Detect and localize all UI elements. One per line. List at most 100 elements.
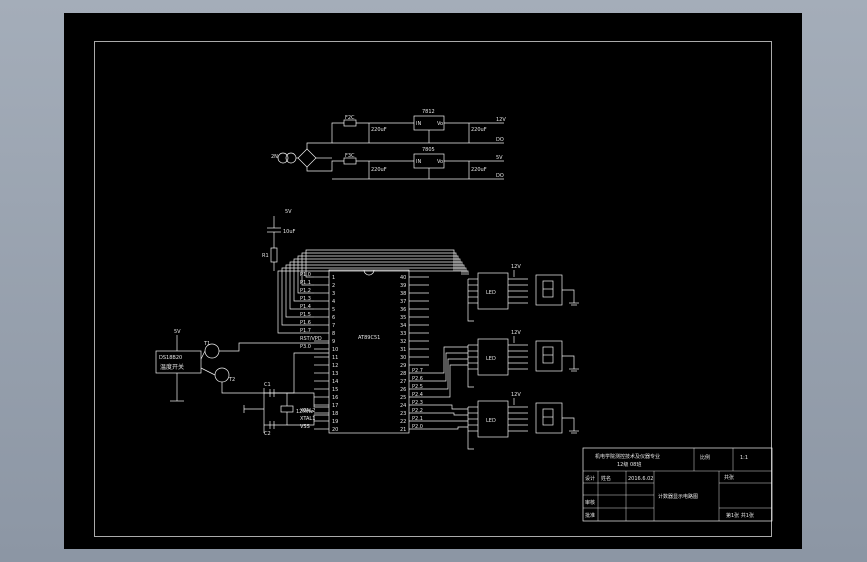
mcu-pin-label-right-24: P2.3 (412, 400, 423, 406)
sheet-count-label: 共张 (724, 474, 734, 481)
transformer-primary (277, 152, 289, 164)
mcu-pin-num-left-19: 19 (332, 419, 338, 425)
reset-resistor (270, 247, 278, 263)
p1-bus-wire-4 (289, 261, 463, 310)
p1-bus-wire-0 (305, 249, 455, 278)
p1-bus-wire-6 (281, 267, 467, 326)
mcu-pin-num-right-21: 21 (400, 427, 406, 433)
row1-date: 2016.6.02 (628, 476, 653, 482)
mcu-pin-num-left-7: 7 (332, 323, 335, 329)
gnd-2-label: DO (496, 173, 504, 179)
regulator-1-in: IN (416, 121, 421, 127)
reset-res-label: R1 (262, 253, 269, 259)
mcu-pin-num-right-29: 29 (400, 363, 406, 369)
driver-chip-label-1: LED (486, 290, 496, 296)
crystal (280, 405, 294, 413)
scale-label: 比例 (700, 454, 710, 461)
mcu-pin-label-left-5: P1.4 (300, 304, 311, 310)
fuse-2-label: F3C (345, 153, 355, 159)
mcu-pin-label-left-6: P1.5 (300, 312, 311, 318)
mcu-pin-label-right-28: P2.7 (412, 368, 423, 374)
output-12v-label: 12V (496, 117, 506, 123)
driver-chip-label-3: LED (486, 418, 496, 424)
mcu-pin-num-left-8: 8 (332, 331, 335, 337)
p2-bus-wire-2 (429, 358, 468, 390)
mcu-pin-num-right-30: 30 (400, 355, 406, 361)
p2-bus-wire-4 (429, 404, 468, 410)
driver-chip-label-2: LED (486, 356, 496, 362)
mcu-pin-num-right-36: 36 (400, 307, 406, 313)
drawing-sheet: 2N F2C F3C 7812 IN Vo 220uF 220uF 12V DO… (64, 13, 802, 549)
transformer-secondary (285, 152, 297, 164)
p1-bus-wire-2 (297, 255, 459, 294)
regulator-2-out: Vo (437, 159, 443, 165)
p1-bus-wire-1 (301, 252, 457, 286)
mcu-pin-num-left-16: 16 (332, 395, 338, 401)
mcu-pin-label-right-21: P2.0 (412, 424, 423, 430)
mcu-pin-num-right-33: 33 (400, 331, 406, 337)
mcu-pin-num-right-39: 39 (400, 283, 406, 289)
crystal-c2-label: C2 (264, 431, 271, 437)
p1-bus-wire-7 (277, 270, 469, 334)
oscillator-section: C1 C2 12MHz (243, 382, 329, 437)
mcu-pin-num-left-17: 17 (332, 403, 338, 409)
mcu-body (328, 269, 410, 434)
reset-vcc-label: 5V (285, 209, 292, 215)
mcu-pin-num-right-35: 35 (400, 315, 406, 321)
mcu-pin-label-left-9: RST/VPD (300, 336, 322, 342)
cap-2-label: 220uF (471, 127, 487, 133)
p1-bus-wire-3 (293, 258, 461, 302)
mcu-pin-label-left-1: P1.0 (300, 272, 311, 278)
row1-label: 设计 (585, 475, 595, 482)
transistor-2 (214, 367, 230, 383)
mcu-pin-label-right-25: P2.4 (412, 392, 423, 398)
sheet-number: 第1张 共1张 (726, 512, 754, 519)
p2-bus-wire-5 (429, 412, 468, 416)
bridge-input-label: 2N (271, 154, 278, 160)
mcu-pin-label-left-2: P1.1 (300, 280, 311, 286)
mcu-pin-num-left-13: 13 (332, 371, 338, 377)
mcu-pin-label-left-10: P3.0 (300, 344, 311, 350)
mcu-pin-num-left-11: 11 (332, 355, 338, 361)
p2-bus-wire-7 (429, 426, 468, 430)
crystal-c1-label: C1 (264, 382, 271, 388)
mcu-pin-num-left-3: 3 (332, 291, 335, 297)
title-line1: 机电学院测控技术及仪器专业 (595, 453, 660, 460)
mcu-pin-num-right-40: 40 (400, 275, 406, 281)
driver-vcc-2: 12V (511, 330, 521, 336)
title-block: 机电学院测控技术及仪器专业 12级 08班 比例 1:1 设计 姓名 2016.… (582, 447, 773, 522)
title-line2: 12级 08班 (617, 461, 641, 468)
scale-value: 1:1 (740, 455, 748, 461)
mcu-pin-num-right-22: 22 (400, 419, 406, 425)
output-5v-label: 5V (496, 155, 503, 161)
mcu-pin-num-left-4: 4 (332, 299, 335, 305)
mcu-pin-label-left-7: P1.6 (300, 320, 311, 326)
regulator-2-label: 7805 (422, 147, 435, 153)
driver-unit-2: LED 12V (467, 330, 579, 388)
driver-vcc-3: 12V (511, 392, 521, 398)
mcu-pin-label-left-3: P1.2 (300, 288, 311, 294)
mcu-pin-num-left-9: 9 (332, 339, 335, 345)
mcu-at89c51: AT89C51 1P1.02P1.13P1.24P1.35P1.46P1.57P… (277, 249, 469, 434)
gnd-1-label: DO (496, 137, 504, 143)
row3-label: 批准 (585, 512, 595, 519)
row2-label: 审核 (585, 499, 595, 506)
sensor-vcc-label: 5V (174, 329, 181, 335)
p2-bus-wire-0 (429, 346, 468, 374)
rail-lower (306, 160, 344, 172)
mcu-pin-num-right-32: 32 (400, 339, 406, 345)
regulator-1-label: 7812 (422, 109, 435, 115)
sensor-box (155, 350, 202, 374)
reset-cap-label: 10uF (283, 229, 296, 235)
cap-1-label: 220uF (371, 127, 387, 133)
row1-name: 姓名 (601, 475, 611, 482)
mcu-pin-num-left-15: 15 (332, 387, 338, 393)
mcu-name: AT89C51 (358, 335, 380, 341)
mcu-pin-num-left-1: 1 (332, 275, 335, 281)
mcu-pin-num-left-5: 5 (332, 307, 335, 313)
sensor-box-line2: 温度开关 (160, 363, 184, 371)
mcu-pin-num-right-25: 25 (400, 395, 406, 401)
driver-unit-3: LED 12V (467, 392, 579, 450)
